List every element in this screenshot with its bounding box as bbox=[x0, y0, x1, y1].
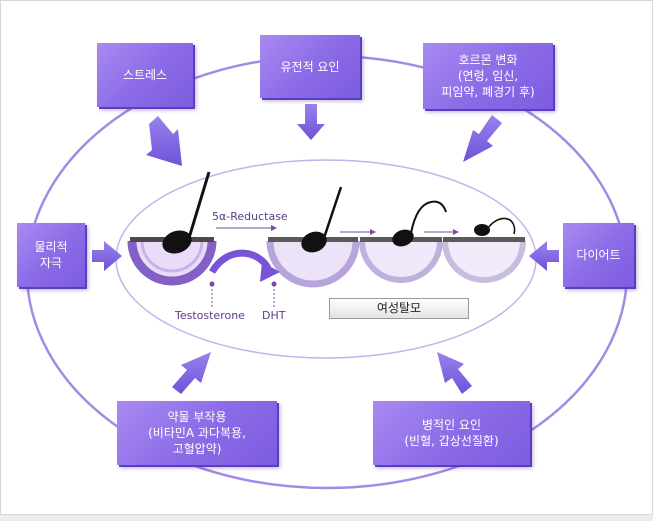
follicle-stage-4 bbox=[442, 217, 526, 283]
physical-arrow bbox=[92, 241, 122, 271]
disease-factor-box: 병적인 요인 (빈혈, 갑상선질환) bbox=[373, 401, 530, 465]
disease-arrow bbox=[437, 352, 472, 394]
enzyme-label: 5α-Reductase bbox=[212, 210, 288, 223]
testosterone-label: Testosterone bbox=[175, 309, 245, 322]
factor-arrows bbox=[92, 104, 559, 394]
follicle-stage-2 bbox=[266, 186, 360, 288]
diet-label: 다이어트 bbox=[576, 248, 621, 262]
hormone-label: 호르몬 변화 (연령, 임신, 피임약, 폐경기 후) bbox=[441, 53, 535, 99]
genetic-factor-box: 유전적 요인 bbox=[260, 35, 360, 98]
follicle-stage-1 bbox=[127, 171, 217, 286]
drug-arrow bbox=[172, 352, 211, 394]
hormone-arrow bbox=[463, 115, 502, 162]
dht-label: DHT bbox=[262, 309, 286, 322]
physical-factor-box: 물리적 자극 bbox=[17, 223, 85, 287]
stress-arrow bbox=[146, 116, 182, 166]
stress-label: 스트레스 bbox=[122, 68, 168, 82]
genetic-label: 유전적 요인 bbox=[280, 59, 340, 74]
drug-label: 약물 부작용 (비타민A 과다복용, 고혈압약) bbox=[148, 410, 246, 456]
diet-factor-box: 다이어트 bbox=[563, 223, 634, 287]
physical-label: 물리적 자극 bbox=[34, 240, 68, 270]
conversion-arrow bbox=[208, 249, 272, 274]
disease-label: 병적인 요인 (빈혈, 갑상선질환) bbox=[404, 418, 499, 448]
drug-factor-box: 약물 부작용 (비타민A 과다복용, 고혈압약) bbox=[117, 401, 277, 465]
diet-arrow bbox=[529, 241, 559, 271]
follicle-stage-3 bbox=[359, 200, 447, 283]
hormone-factor-box: 호르몬 변화 (연령, 임신, 피임약, 폐경기 후) bbox=[423, 43, 553, 109]
genetic-arrow bbox=[297, 104, 325, 140]
female-hair-loss-button[interactable]: 여성탈모 bbox=[329, 298, 469, 319]
stress-factor-box: 스트레스 bbox=[97, 43, 193, 107]
